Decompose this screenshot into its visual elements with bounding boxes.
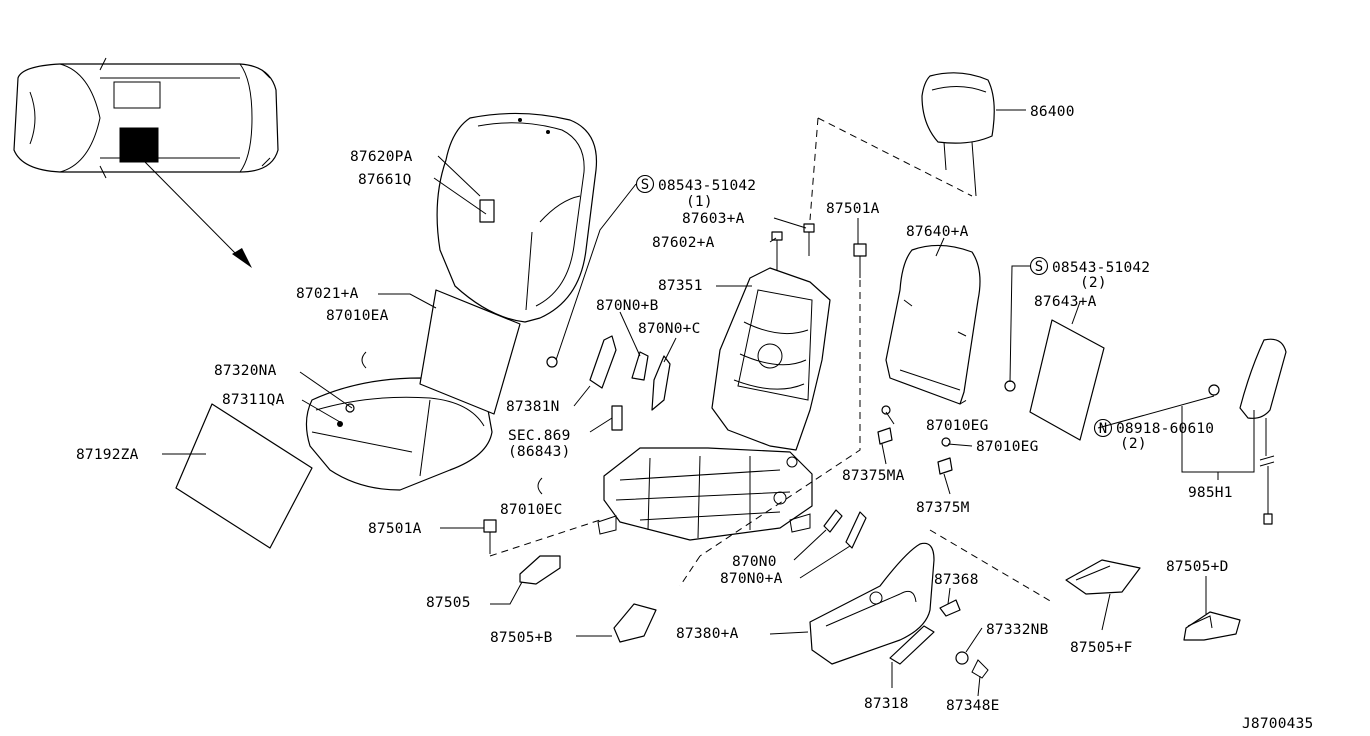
- label-87010eg-2: 87010EG: [976, 439, 1039, 455]
- pad-87192za: [175, 403, 313, 549]
- bolt-87602a: [771, 231, 783, 270]
- label-87643a: 87643+A: [1034, 294, 1097, 310]
- label-87375m: 87375M: [916, 500, 970, 516]
- label-87505b: 87505+B: [490, 630, 553, 646]
- seat-frame-part: [597, 267, 831, 541]
- clip-87375ma: [877, 427, 893, 445]
- label-08543-qty-2: (2): [1080, 275, 1107, 291]
- screw-symbol-2: S: [1035, 259, 1043, 275]
- label-87505: 87505: [426, 595, 471, 611]
- label-87010eg-1: 87010EG: [926, 418, 989, 434]
- label-87348e: 87348E: [946, 698, 1000, 714]
- sec869-part: [611, 405, 623, 431]
- label-87311qa: 87311QA: [222, 392, 285, 408]
- cover-870n0b: [631, 351, 649, 381]
- screw-symbol-1: S: [641, 177, 649, 193]
- label-08918-qty: (2): [1120, 436, 1147, 452]
- label-08543-qty-1: (1): [686, 194, 713, 210]
- label-87661q: 87661Q: [358, 172, 412, 188]
- nut-08918: [1208, 384, 1220, 396]
- clip-icon: [345, 403, 355, 413]
- clip-87348e: [971, 659, 989, 679]
- label-87332nb: 87332NB: [986, 622, 1049, 638]
- label-870n0: 870N0: [732, 554, 777, 570]
- screw-symbol-icon: [1029, 256, 1049, 276]
- cover-870n0a: [845, 511, 867, 549]
- trim-cover-87505f: [1065, 559, 1141, 595]
- screw-08543-2: [1004, 380, 1016, 392]
- label-87380a: 87380+A: [676, 626, 739, 642]
- label-87501a-top: 87501A: [826, 201, 880, 217]
- label-870n0c: 870N0+C: [638, 321, 701, 337]
- label-87010ec: 87010EC: [500, 502, 563, 518]
- side-airbag-part: [1239, 338, 1287, 525]
- clip-87010eg-2: [941, 437, 951, 447]
- label-87351: 87351: [658, 278, 703, 294]
- label-870n0b: 870N0+B: [596, 298, 659, 314]
- label-87320na: 87320NA: [214, 363, 277, 379]
- nut-symbol: N: [1099, 421, 1107, 437]
- label-87192za: 87192ZA: [76, 447, 139, 463]
- vehicle-locator-icon: [13, 57, 279, 268]
- bolt-87501a-bottom: [483, 519, 497, 554]
- label-985h1: 985H1: [1188, 485, 1233, 501]
- arrow-icon: [232, 248, 252, 268]
- label-87602a: 87602+A: [652, 235, 715, 251]
- seatback-cushion-part: [436, 112, 598, 323]
- label-87603a: 87603+A: [682, 211, 745, 227]
- leader-lines: [162, 109, 1255, 697]
- label-87620pa: 87620PA: [350, 149, 413, 165]
- clip-87375m: [937, 457, 953, 475]
- nut-symbol-icon: [1093, 418, 1113, 438]
- label-87505d: 87505+D: [1166, 559, 1229, 575]
- label-87375ma: 87375MA: [842, 468, 905, 484]
- assembly-line: [817, 117, 973, 197]
- label-87381n: 87381N: [506, 399, 560, 415]
- label-87010ea: 87010EA: [326, 308, 389, 324]
- bracket-87381n: [589, 335, 617, 389]
- label-870n0a: 870N0+A: [720, 571, 783, 587]
- label-87501a-bottom: 87501A: [368, 521, 422, 537]
- screw-08543-1: [546, 356, 558, 368]
- seat-location-marker-icon: [119, 127, 159, 163]
- cover-870n0c: [651, 355, 671, 411]
- trim-cover-87505b: [613, 603, 657, 643]
- bolt-87332nb: [955, 651, 969, 665]
- label-87368: 87368: [934, 572, 979, 588]
- bolt-87501a-top: [853, 243, 867, 278]
- clip-87010eg-1: [881, 405, 891, 415]
- hog-ring-87010ec: [537, 477, 543, 495]
- bolt-87603a: [803, 223, 815, 256]
- label-87318: 87318: [864, 696, 909, 712]
- label-86400: 86400: [1030, 104, 1075, 120]
- seatback-panel-part: [885, 244, 981, 405]
- label-87505f: 87505+F: [1070, 640, 1133, 656]
- hog-ring-87010ea: [361, 351, 367, 369]
- label-sec869: SEC.869: [508, 428, 571, 444]
- lever-87318: [889, 625, 935, 665]
- trim-cover-87505: [519, 555, 561, 585]
- diagram-id: J8700435: [1242, 716, 1313, 732]
- label-08543-51042-1: 08543-51042: [658, 178, 756, 194]
- label-sec869-ref: (86843): [508, 444, 571, 460]
- clip-87368: [939, 599, 961, 617]
- headrest-part: [921, 72, 995, 197]
- label-87021a: 87021+A: [296, 286, 359, 302]
- pad-87643a: [1029, 319, 1105, 441]
- cover-870n0: [823, 509, 843, 533]
- label-08543-51042-2: 08543-51042: [1052, 260, 1150, 276]
- label-87640a: 87640+A: [906, 224, 969, 240]
- label-08918-60610: 08918-60610: [1116, 421, 1214, 437]
- side-cover-part: [809, 542, 935, 665]
- screw-symbol-icon: [635, 174, 655, 194]
- pad-87021a: [419, 289, 521, 415]
- bracket-icon: [479, 199, 495, 223]
- seat-cushion-part: [305, 377, 493, 491]
